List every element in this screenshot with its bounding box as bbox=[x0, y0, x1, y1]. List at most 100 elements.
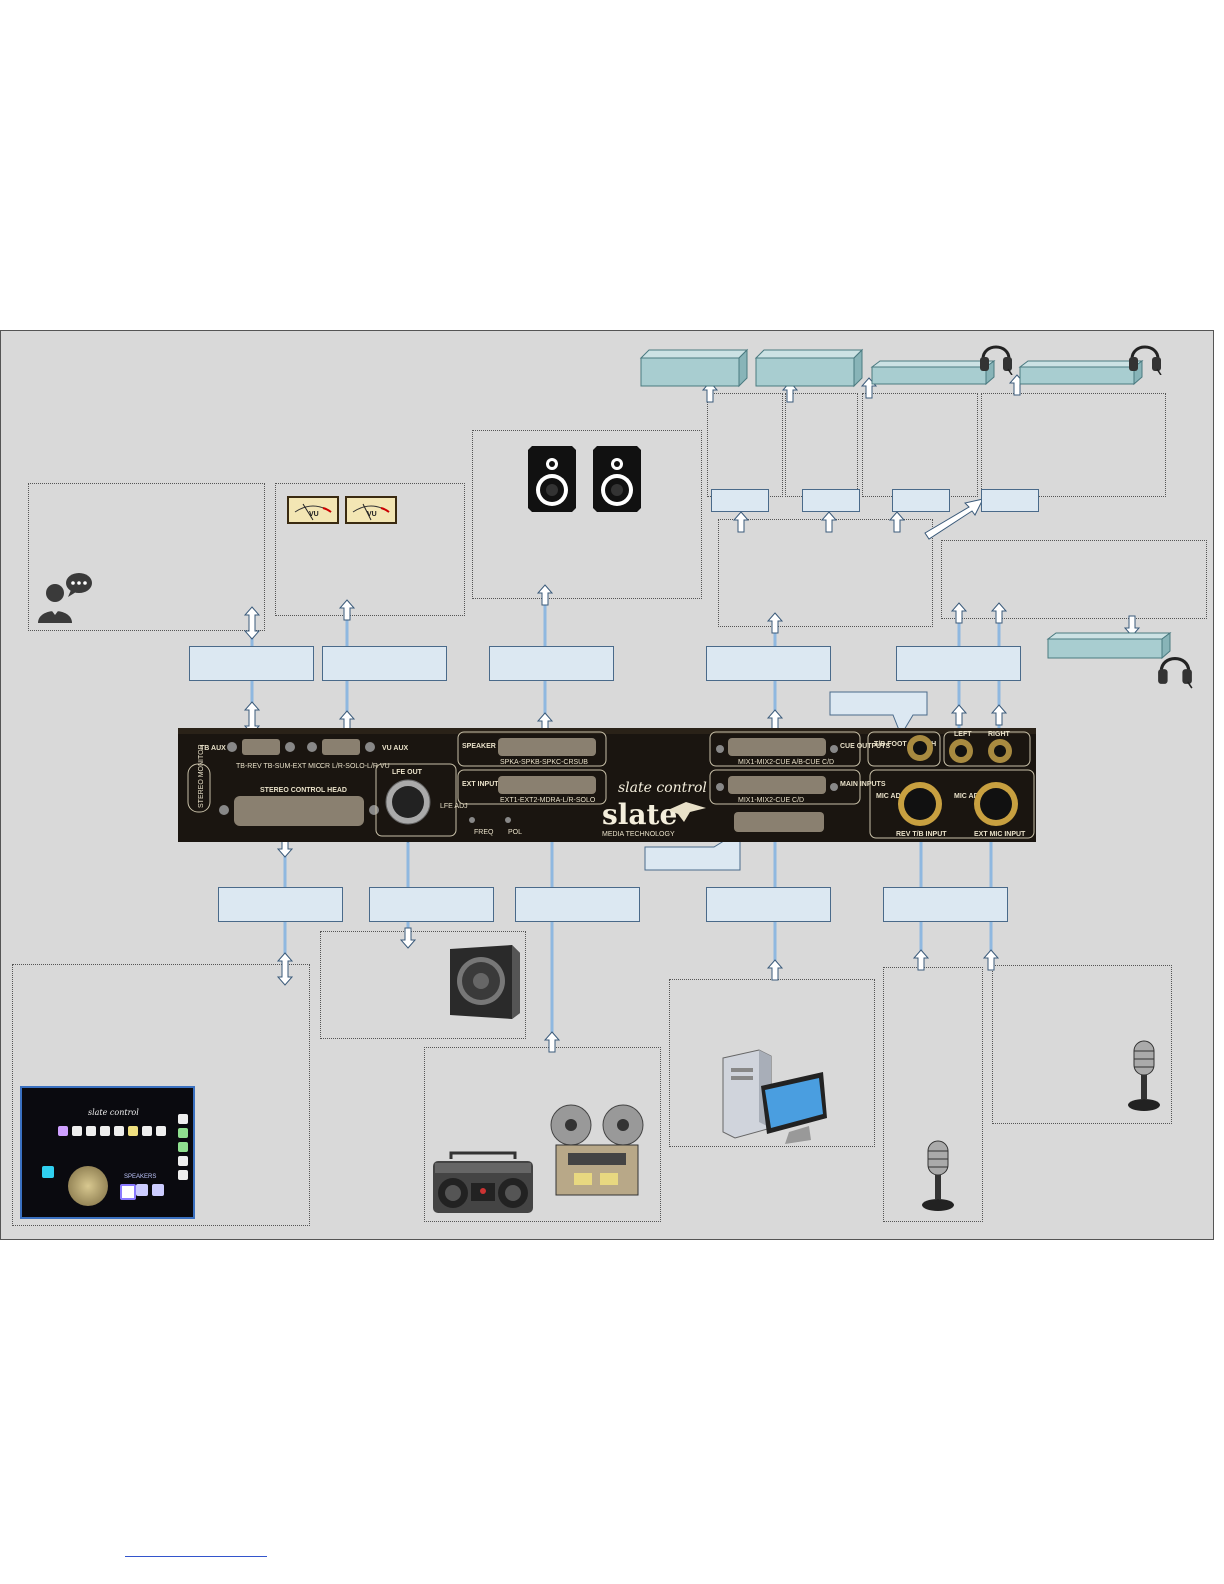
controller-brand: slate control bbox=[88, 1108, 139, 1117]
mic-adj-1-label: MIC ADJ bbox=[876, 793, 905, 800]
headphone-left-up-arrow bbox=[951, 602, 967, 624]
boombox-icon bbox=[433, 1151, 533, 1213]
tb-aux-label: TB AUX bbox=[200, 745, 226, 752]
main-inputs-label-box bbox=[706, 887, 831, 922]
subwoofer-region bbox=[320, 931, 526, 1039]
cue-destination-region-4 bbox=[981, 393, 1166, 497]
vu-meter-icon: VU bbox=[287, 496, 339, 524]
vu-meter-region bbox=[275, 483, 465, 616]
cue-box-3-arrow bbox=[889, 511, 905, 533]
tb-mic-arrow bbox=[913, 949, 929, 971]
ext-inputs-port bbox=[498, 776, 596, 794]
freq-label: FREQ bbox=[474, 829, 494, 836]
vu-meter-up-arrow bbox=[339, 599, 355, 621]
talkback-mic-region bbox=[883, 967, 983, 1222]
studio-speaker-icon bbox=[528, 446, 576, 512]
headphone-slab-2 bbox=[1018, 360, 1144, 386]
cue-outputs-port bbox=[728, 738, 826, 756]
ext-inputs-label: EXT INPUTS bbox=[462, 781, 504, 788]
output-slab-2 bbox=[754, 348, 864, 388]
eagle-logo-icon bbox=[668, 802, 706, 822]
vu-meter-label: VU bbox=[309, 511, 319, 518]
cue-outputs-sub-label: MIX1-MIX2-CUE A/B-CUE C/D bbox=[738, 759, 834, 766]
external-sources-region bbox=[424, 1047, 661, 1222]
vu-aux-sub-label: CR L/R-SOLO-L/R VU bbox=[320, 763, 390, 770]
stereo-monitor-rear-panel: STEREO MONITOR TB AUX TB-REV TB-SUM-EXT … bbox=[178, 728, 1036, 842]
tb-aux-port bbox=[242, 739, 280, 755]
brand-sub: MEDIA TECHNOLOGY bbox=[602, 831, 675, 838]
speaker-outputs-port bbox=[498, 738, 596, 756]
main-inputs-label: MAIN INPUTS bbox=[840, 781, 886, 788]
vu-label-box bbox=[322, 646, 447, 681]
headphone-output-region bbox=[941, 540, 1207, 619]
headphone-right-up-arrow bbox=[991, 602, 1007, 624]
headphones-icon bbox=[1129, 345, 1162, 375]
microphone-icon bbox=[922, 1140, 954, 1211]
cue-up-arrow bbox=[767, 612, 783, 634]
speaker-up-arrow bbox=[537, 584, 553, 606]
foot-switch-label: T/B FOOT SWITCH bbox=[874, 741, 936, 748]
subwoofer-icon bbox=[450, 945, 520, 1019]
cue-box-4-diagonal-arrow bbox=[924, 498, 984, 540]
signal-flow-diagram: VU VU STEREO MONITOR TB AUX TB-REV TB-SU… bbox=[0, 330, 1214, 1240]
headphone-label-box bbox=[896, 646, 1021, 681]
stereo-monitor-label: STEREO MONITOR bbox=[198, 744, 205, 808]
controller-speakers-label: SPEAKERS bbox=[124, 1174, 157, 1180]
ext-mic-input-label: EXT MIC INPUT bbox=[974, 831, 1026, 838]
right-jack-label: RIGHT bbox=[988, 731, 1011, 738]
speaker-outputs-label: SPEAKER OUTPUTS bbox=[462, 743, 532, 750]
cue-box-2-arrow bbox=[821, 511, 837, 533]
ext-inputs-label-box bbox=[515, 887, 640, 922]
control-head-label: STEREO CONTROL HEAD bbox=[260, 787, 347, 794]
subwoofer-arrow bbox=[400, 927, 416, 949]
main-inputs-sub-label: MIX1-MIX2-CUE C/D bbox=[738, 797, 804, 804]
brand-script: slate control bbox=[618, 780, 707, 796]
person-speech-bubble-icon bbox=[38, 573, 92, 623]
stereo-control-head-icon: slate control SPEAKERS bbox=[20, 1086, 195, 1219]
headphones-icon bbox=[1158, 656, 1193, 689]
talkback-aux-arrow bbox=[244, 606, 260, 640]
reel-to-reel-tape-icon bbox=[550, 1104, 644, 1196]
brand-logo: slate bbox=[602, 798, 677, 831]
control-head-port bbox=[234, 796, 364, 826]
lfe-label-box bbox=[369, 887, 494, 922]
talkback-label-box bbox=[189, 646, 314, 681]
controller-region bbox=[12, 964, 310, 1226]
mic-adj-2-label: MIC ADJ bbox=[954, 793, 983, 800]
stereo-monitor-badge bbox=[187, 763, 211, 813]
headphone-slab-3 bbox=[1046, 632, 1172, 660]
foot-switch-callout bbox=[829, 691, 928, 737]
vu-meter-icon: VU bbox=[345, 496, 397, 524]
cue-box-4 bbox=[981, 489, 1039, 512]
cue-outputs-label: CUE OUTPUTS bbox=[840, 743, 891, 750]
computer-arrow bbox=[767, 959, 783, 981]
cue-box-1-arrow bbox=[733, 511, 749, 533]
speaker-label-box bbox=[489, 646, 614, 681]
studio-speaker-icon bbox=[593, 446, 641, 512]
output-slab-1 bbox=[639, 348, 749, 388]
left-port-arrow bbox=[951, 704, 967, 726]
tally-callout bbox=[644, 830, 741, 871]
tally-port bbox=[734, 812, 824, 832]
mic-inputs-label-box bbox=[883, 887, 1008, 922]
freq-switch[interactable] bbox=[469, 817, 475, 823]
right-port-arrow bbox=[991, 704, 1007, 726]
ext-source-arrow bbox=[544, 1031, 560, 1053]
tb-aux-sub-label: TB-REV TB-SUM-EXT MIC bbox=[236, 763, 321, 770]
pol-label: POL bbox=[508, 829, 522, 836]
external-mic-region bbox=[992, 965, 1172, 1124]
main-inputs-port bbox=[728, 776, 826, 794]
vu-aux-port bbox=[322, 739, 360, 755]
ext-mic-arrow bbox=[983, 949, 999, 971]
pol-switch[interactable] bbox=[505, 817, 511, 823]
cue-box-2 bbox=[802, 489, 860, 512]
rev-tb-input-label: REV T/B INPUT bbox=[896, 831, 947, 838]
cue-box-3 bbox=[892, 489, 950, 512]
vu-meter-label: VU bbox=[367, 511, 377, 518]
vu-aux-label: VU AUX bbox=[382, 745, 409, 752]
cue-box-1 bbox=[711, 489, 769, 512]
cue-label-box bbox=[706, 646, 831, 681]
desktop-computer-icon bbox=[722, 1049, 827, 1144]
talkback-region bbox=[28, 483, 265, 631]
lfe-out-label: LFE OUT bbox=[392, 769, 423, 776]
